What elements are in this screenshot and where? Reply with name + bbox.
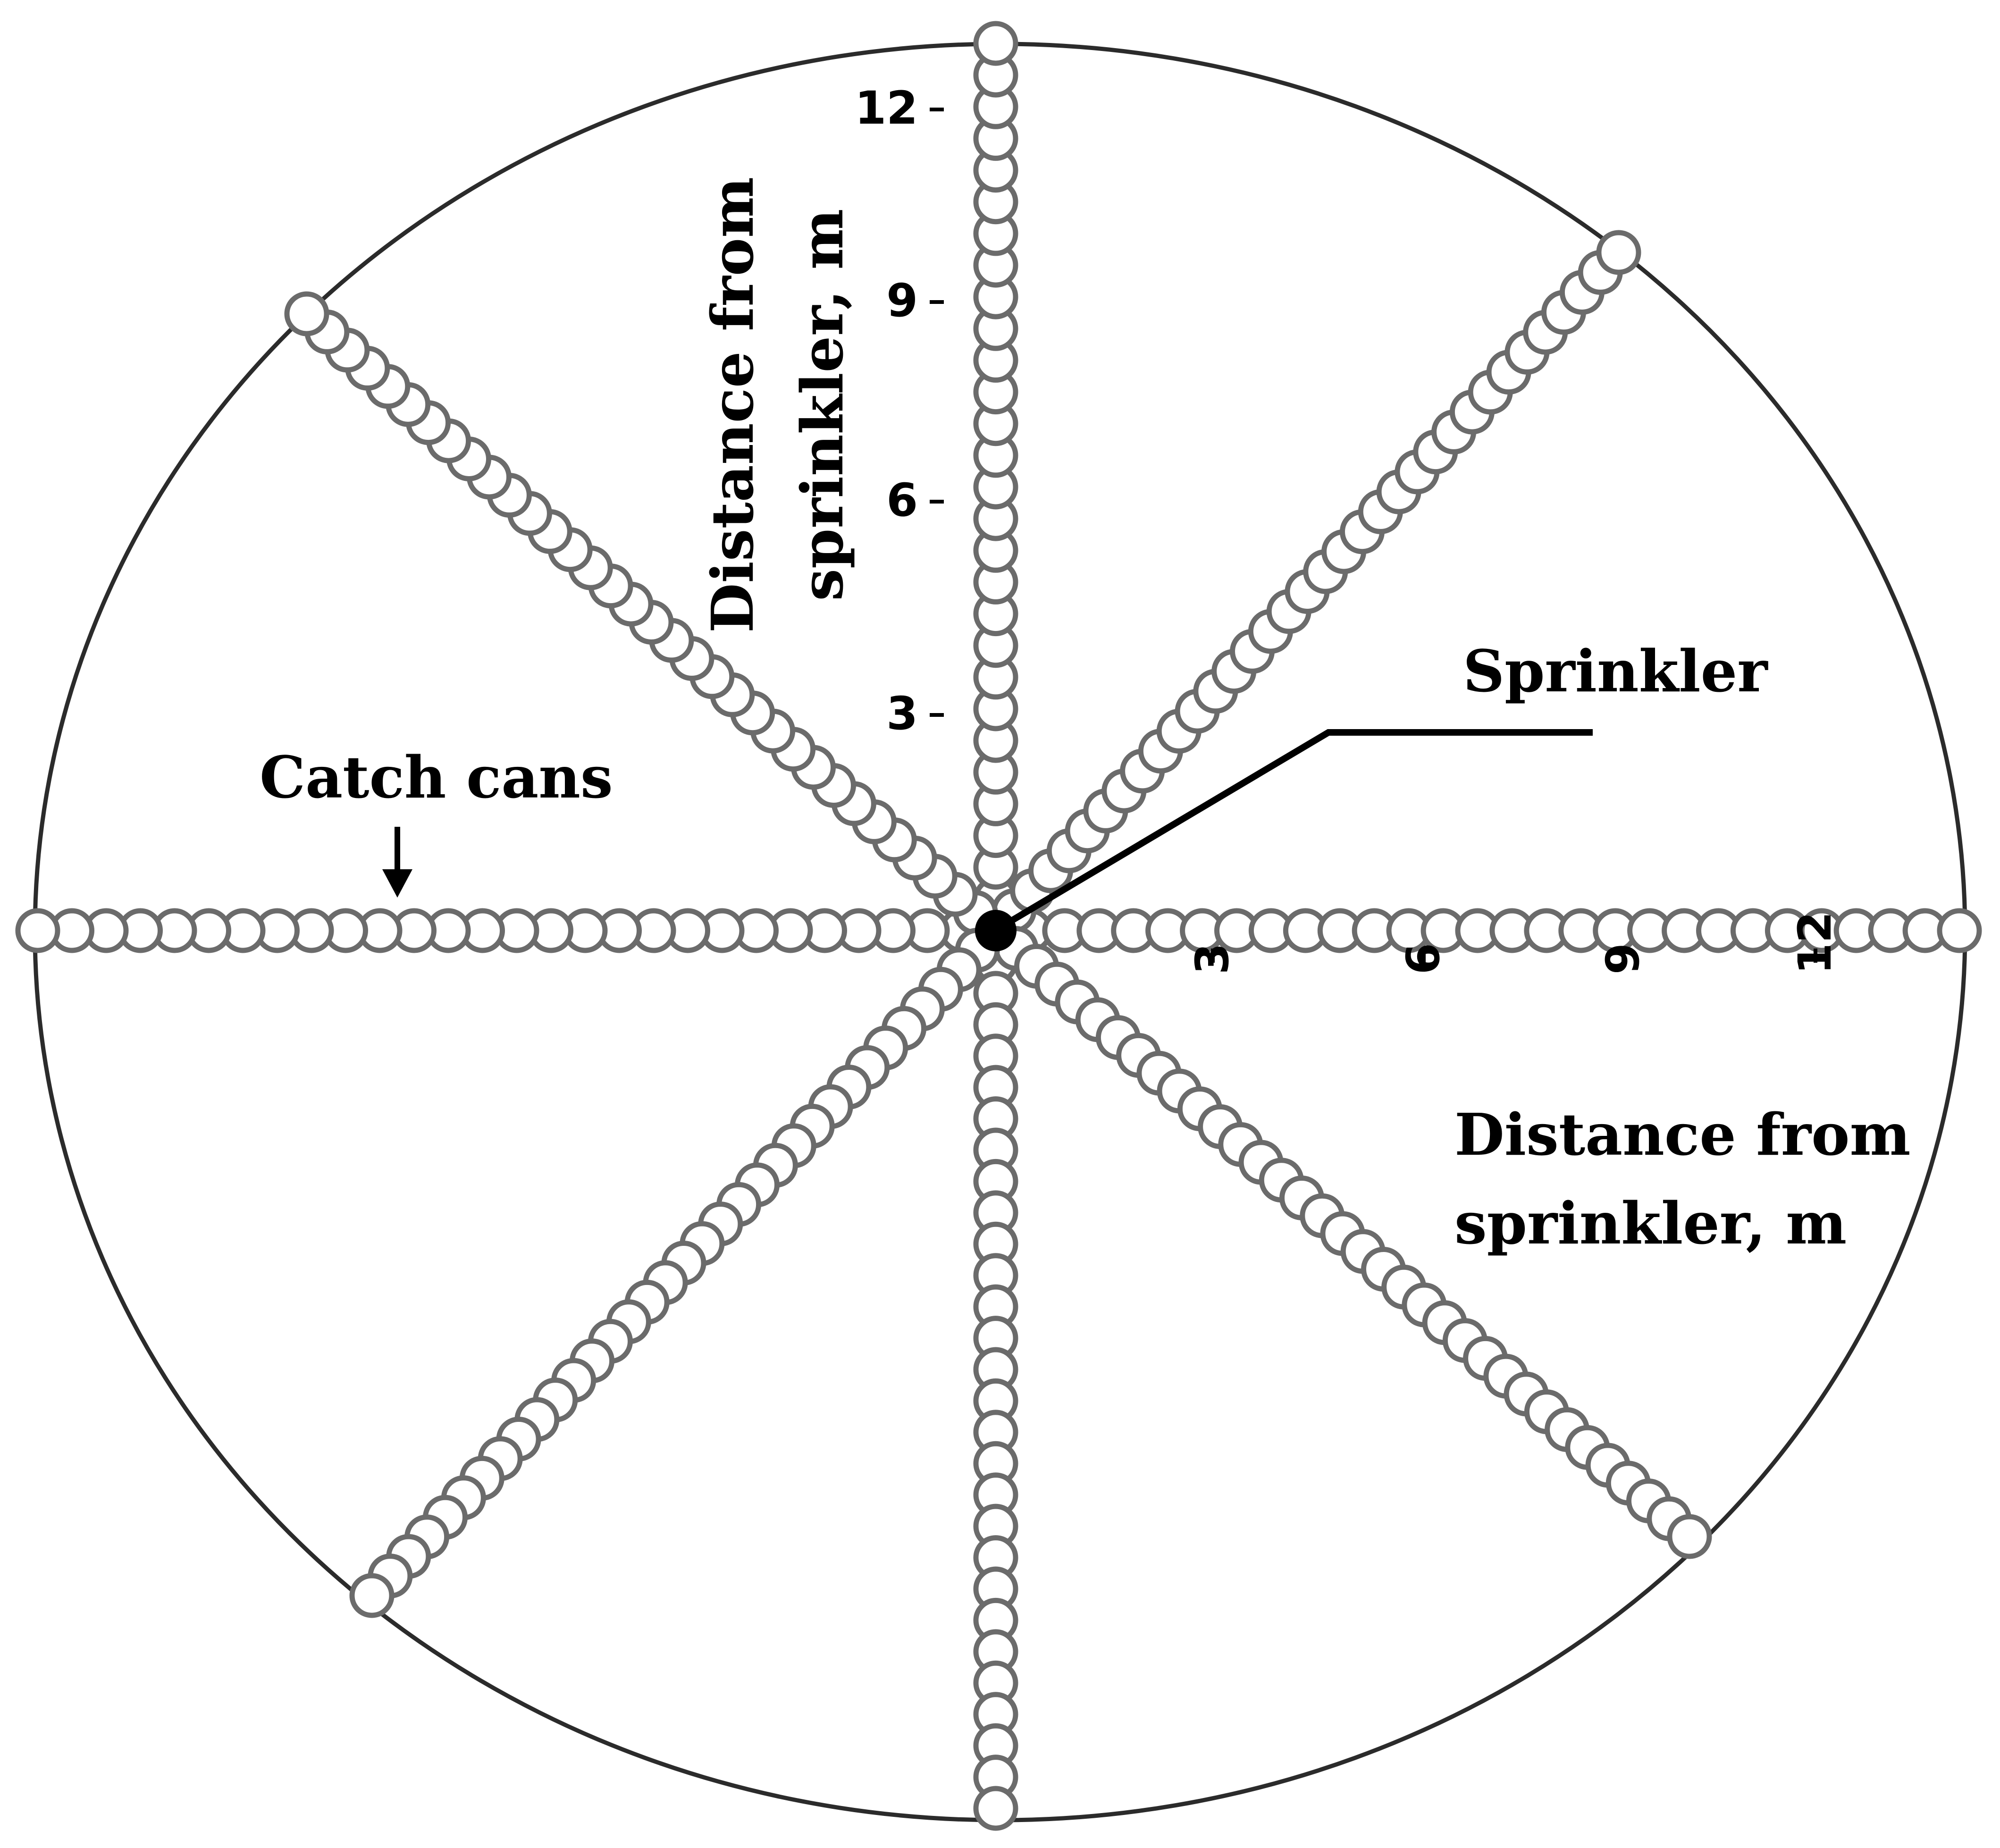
horizontal-axis-title-line2: sprinkler, m [1454,1189,1847,1257]
horizontal-tick-label: 3 [1186,943,1239,974]
catch-can [349,1573,395,1618]
catch-cans-arrow-head [382,869,412,898]
sprinkler-leader-line [1010,729,1593,924]
vertical-tick-label: 3 [886,687,918,740]
horizontal-axis-title-line1: Distance from [1454,1100,1911,1168]
vertical-axis-title-line1: Distance from [698,177,766,633]
horizontal-axis-title: Distance from sprinkler, m [1454,1100,1911,1257]
vertical-axis-ticks: 3 6 9 12 [855,82,944,740]
vertical-axis-title: Distance from sprinkler, m [698,177,856,633]
sprinkler-icon [975,910,1017,951]
catch-can [1596,230,1641,275]
catch-cans-label: Catch cans [260,743,613,811]
catch-can [284,291,329,336]
vertical-axis-title-line2: sprinkler, m [788,209,856,601]
horizontal-axis-ticks: 3 6 9 12 [1186,911,1841,974]
catch-cans-group [15,21,1982,1831]
catch-can [1937,908,1982,953]
catch-can [15,908,60,953]
vertical-tick-label: 9 [886,274,918,327]
catch-cans-callout: Catch cans [260,743,613,898]
sprinkler-callout: Sprinkler [1010,637,1768,924]
catch-can [973,21,1018,66]
catch-can [1667,1514,1712,1559]
vertical-tick-label: 6 [886,474,918,527]
sprinkler-label: Sprinkler [1463,637,1768,705]
horizontal-tick-label: 6 [1397,943,1450,974]
vertical-tick-label: 12 [855,82,918,134]
horizontal-tick-label: 9 [1597,943,1649,974]
catch-can [973,1786,1018,1831]
horizontal-tick-label: 12 [1789,911,1841,974]
